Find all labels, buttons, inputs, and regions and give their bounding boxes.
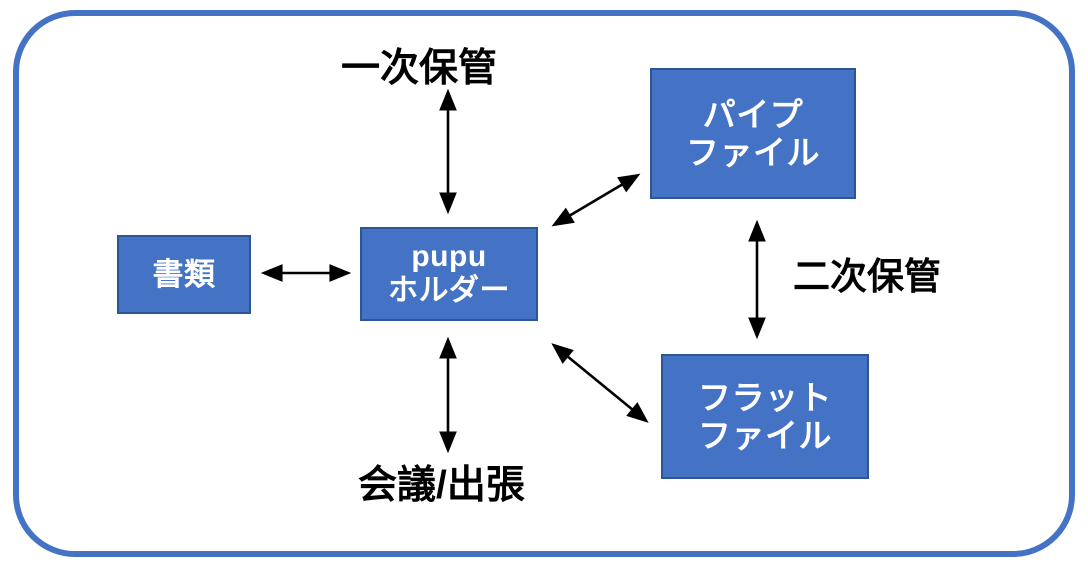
node-flat-file[interactable]: フラット ファイル [661, 354, 869, 479]
node-flat-file-line-1: フラット [698, 378, 832, 416]
label-secondary-storage: 二次保管 [793, 256, 941, 297]
node-pipe-file-line-2: ファイル [686, 133, 820, 171]
node-pipe-file[interactable]: パイプ ファイル [650, 68, 856, 199]
node-shorui-line-1: 書類 [152, 256, 216, 292]
label-meeting-trip: 会議/出張 [358, 464, 525, 507]
node-flat-file-line-2: ファイル [698, 416, 832, 454]
node-pupu-holder-line-1: pupu [411, 239, 487, 273]
label-primary-storage: 一次保管 [341, 47, 498, 90]
node-shorui[interactable]: 書類 [117, 235, 251, 314]
node-pupu-holder-line-2: ホルダー [388, 274, 510, 307]
node-pupu-holder[interactable]: pupu ホルダー [360, 227, 538, 321]
rounded-container-frame [13, 10, 1075, 557]
node-pipe-file-line-1: パイプ [702, 95, 804, 133]
